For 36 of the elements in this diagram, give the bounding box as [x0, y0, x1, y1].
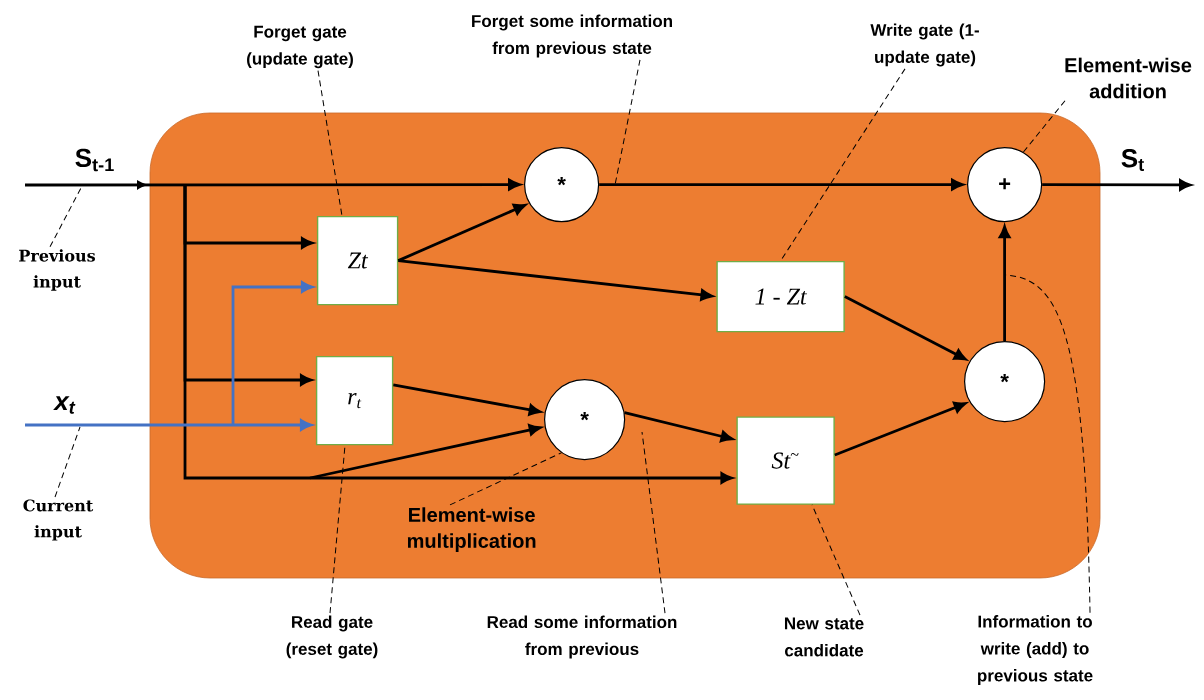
annotation-text: Element-wise addition	[1065, 57, 1192, 99]
leader-line	[329, 444, 346, 614]
annotation-text: Read some information from previous	[487, 615, 677, 659]
annotation-text: Element-wise multiplication	[407, 507, 536, 552]
leader-line	[614, 59, 641, 186]
leader-line	[449, 452, 562, 506]
leader-line	[811, 504, 861, 616]
arrow	[183, 185, 733, 484]
leader-line	[49, 185, 83, 248]
annotation-text: Current input	[23, 499, 94, 541]
annotation-text: Information to write (add) to previous state	[978, 615, 1093, 685]
arrow	[231, 281, 314, 425]
arrow	[25, 419, 313, 431]
annotation-text: Forget gate (update gate)	[247, 25, 353, 69]
candidate-box: St$^{~}$	[736, 416, 835, 505]
signal-label: x$_{t}$	[53, 396, 76, 414]
leader-line	[54, 426, 81, 498]
leader-line	[641, 431, 666, 614]
annotation-text: Read gate (reset gate)	[286, 615, 378, 659]
signal-label: S$_{t-1}$	[75, 148, 114, 172]
gate-box: Zt	[316, 215, 399, 306]
annotation-text: Forget some information from previous state	[472, 14, 672, 58]
arrow	[309, 424, 542, 480]
leader-line	[1022, 100, 1066, 153]
signal-label: S$_{t}$	[1121, 149, 1144, 171]
arrow	[834, 401, 967, 457]
leader-line	[1004, 274, 1091, 614]
gate-box: r$_{t}$	[315, 355, 394, 446]
annotation-text: Previous input	[19, 249, 95, 291]
annotation-text: New state candidate	[785, 617, 864, 657]
annotation-text: Write gate (1- update gate)	[870, 23, 979, 67]
leader-line	[780, 68, 906, 262]
gate-box: 1 - Zt	[716, 260, 845, 333]
arrow	[844, 295, 967, 361]
leader-line	[317, 70, 343, 217]
arrow	[1042, 179, 1192, 191]
